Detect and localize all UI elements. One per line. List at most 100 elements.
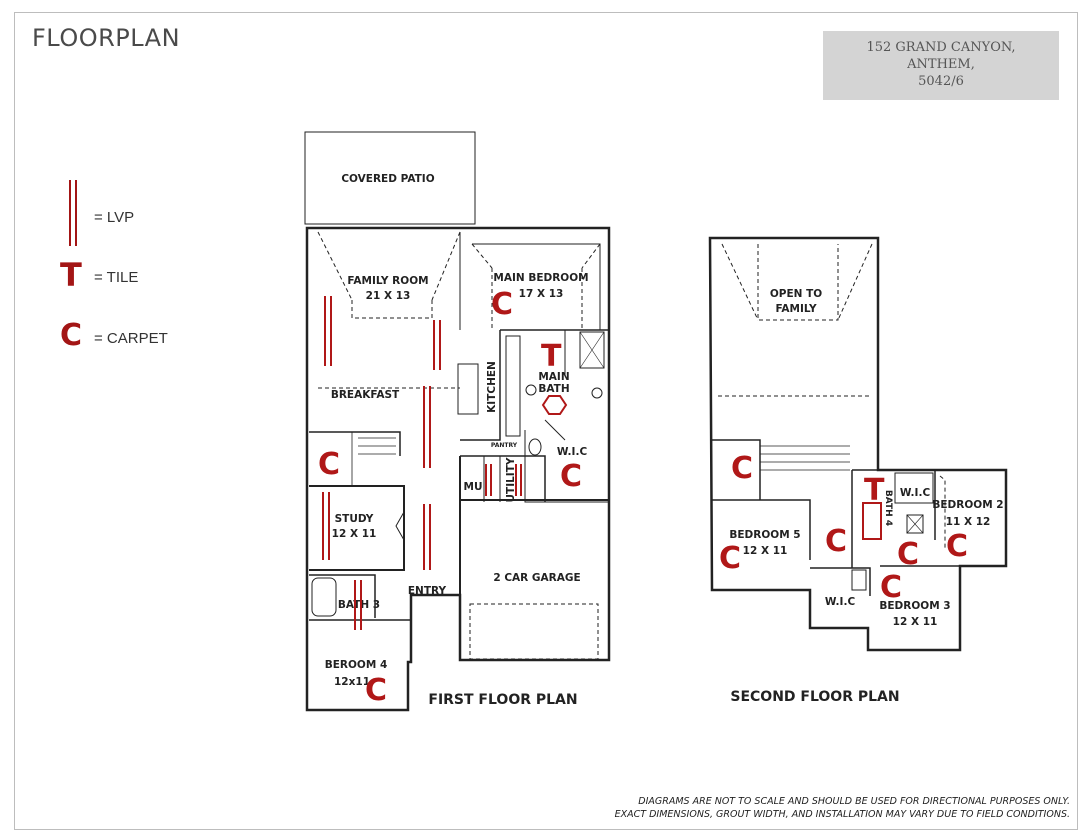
main-bedroom-ceiling [471, 243, 601, 330]
lvp-breakfast [423, 386, 431, 468]
wall-stairs [309, 431, 401, 456]
disclaimer-line-1: DIAGRAMS ARE NOT TO SCALE AND SHOULD BE … [638, 796, 1070, 807]
label-garage: 2 CAR GARAGE [493, 572, 580, 584]
tile-rect-mark [862, 502, 882, 540]
label-bedroom5: BEDROOM 5 [729, 529, 800, 541]
open-to-family-ceiling [721, 243, 873, 321]
carpet-mark-bedroom3: C [880, 570, 902, 605]
label-breakfast: BREAKFAST [331, 389, 400, 401]
label-family-room: FAMILY ROOM [347, 275, 428, 287]
wall-bath3 [309, 574, 376, 618]
label-family-room-size: 21 X 13 [366, 290, 411, 302]
tile-icon: T [60, 256, 82, 294]
disclaimer-line-2: EXACT DIMENSIONS, GROUT WIDTH, AND INSTA… [614, 809, 1070, 820]
second-floor-title: SECOND FLOOR PLAN [730, 689, 899, 705]
wall-wic [524, 430, 609, 503]
lvp-entry [423, 504, 431, 570]
second-floor-outer-wall [708, 236, 1008, 652]
carpet-icon: C [60, 318, 83, 353]
label-study-size: 12 X 11 [332, 528, 377, 540]
label-pantry: PANTRY [491, 442, 518, 449]
second-floor-plan [708, 236, 1008, 652]
carpet-mark-upper-stairs: C [731, 451, 753, 486]
label-wic-upper: W.I.C [900, 487, 931, 499]
label-bath3: BATH 3 [338, 599, 380, 611]
label-covered-patio: COVERED PATIO [341, 173, 434, 185]
carpet-mark-wic: C [560, 459, 582, 494]
carpet-mark-bedroom5: C [719, 541, 741, 576]
legend-tile-label: = TILE [94, 269, 139, 286]
address-line-3: 5042/6 [918, 74, 964, 89]
shower [579, 331, 605, 369]
stairs [351, 432, 396, 486]
label-wic: W.I.C [557, 446, 588, 458]
first-floor-lvp-marks [322, 296, 522, 630]
label-bedroom2-size: 11 X 12 [946, 516, 991, 528]
first-floor-plan [304, 131, 611, 712]
label-main-bedroom: MAIN BEDROOM [493, 272, 588, 284]
tub-bath3 [311, 577, 337, 617]
label-bath4: BATH 4 [883, 490, 893, 526]
wall-bath4-top [852, 469, 936, 540]
wic-upper-outline [894, 472, 934, 504]
lvp-icon [69, 180, 77, 246]
address-line-2: ANTHEM, [907, 57, 975, 72]
second-floor-material-marks: C C C T C C C [719, 451, 968, 605]
shower-upper-cross [906, 514, 924, 534]
family-room-ceiling [317, 231, 461, 319]
label-bedroom5-size: 12 X 11 [743, 545, 788, 557]
shower-upper [906, 514, 924, 534]
carpet-mark-main-bedroom: C [491, 287, 513, 322]
first-floor-labels: COVERED PATIO FAMILY ROOM 21 X 13 MAIN B… [325, 173, 589, 708]
label-open-to-family-1: OPEN TO [770, 288, 822, 300]
label-mud: MU [464, 481, 483, 493]
label-study: STUDY [335, 513, 374, 525]
wall-upper-stairs [712, 439, 761, 500]
door-swing [544, 419, 566, 441]
upper-stairs [760, 445, 850, 471]
carpet-mark-bedroom4: C [365, 673, 387, 708]
wall-wic-lower [810, 567, 871, 596]
study-door [395, 511, 405, 541]
legend-lvp-label: = LVP [94, 209, 135, 226]
carpet-mark-stairs: C [318, 447, 340, 482]
first-floor-outer-wall [305, 226, 611, 712]
lvp-mud [485, 464, 492, 496]
label-kitchen: KITCHEN [486, 361, 498, 413]
lvp-study [322, 492, 330, 560]
tile-mark-main-bath: T [541, 339, 562, 374]
sink-2 [591, 387, 603, 399]
shower-cross [579, 331, 605, 369]
label-bedroom2: BEDROOM 2 [932, 499, 1003, 511]
carpet-mark-hall-2: C [897, 537, 919, 572]
covered-patio-outline [304, 131, 476, 225]
lvp-utility [515, 464, 522, 496]
toilet-main [528, 438, 542, 456]
carpet-mark-bedroom2: C [946, 529, 968, 564]
wall-mud [483, 456, 501, 502]
label-open-to-family-2: FAMILY [775, 303, 817, 315]
lvp-bath3 [354, 580, 362, 630]
label-main-bath-2: BATH [538, 383, 569, 395]
tile-mark-bath4: T [864, 473, 885, 508]
label-wic-lower: W.I.C [825, 596, 856, 608]
tile-hex-mark [541, 395, 568, 415]
label-bedroom3: BEDROOM 3 [879, 600, 950, 612]
address-line-1: 152 GRAND CANYON, [866, 40, 1016, 55]
label-bedroom4-size: 12x11 [334, 676, 370, 688]
kitchen-counter [505, 335, 521, 437]
address-box: 152 GRAND CANYON, ANTHEM, 5042/6 [823, 31, 1059, 100]
garage-door [469, 603, 599, 660]
wall-utility [460, 455, 546, 502]
label-main-bedroom-size: 17 X 13 [519, 288, 564, 300]
page-title: FLOORPLAN [32, 24, 181, 52]
sink-1 [525, 384, 537, 396]
lvp-family-left [324, 296, 332, 366]
wall-kitchen [460, 330, 501, 441]
label-bedroom3-size: 12 X 11 [893, 616, 938, 628]
kitchen-island [457, 363, 479, 415]
wall-bedroom-inner [472, 243, 601, 330]
label-entry: ENTRY [408, 585, 447, 597]
wall-study [309, 485, 405, 571]
